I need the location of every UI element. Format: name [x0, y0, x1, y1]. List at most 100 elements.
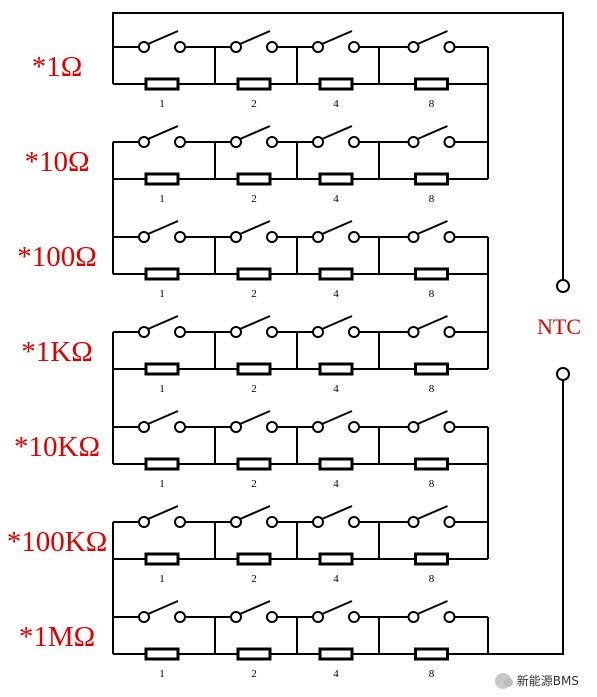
switch-contact [443, 231, 456, 243]
weight-label: 4 [333, 193, 339, 205]
weight-label: 4 [333, 478, 339, 490]
multiplier-label: *1Ω [32, 51, 83, 83]
switch-contact [174, 326, 186, 338]
resistor: 8 [379, 362, 488, 395]
switch [113, 30, 215, 53]
resistor-body [414, 362, 449, 376]
switch [297, 220, 379, 243]
switch-lever [417, 410, 448, 425]
weight-label: 1 [159, 478, 165, 490]
switch-contact [138, 136, 150, 148]
switch-contact [230, 611, 242, 623]
switch-contact [312, 611, 324, 623]
resistor: 4 [297, 77, 379, 110]
switch-contact [138, 326, 150, 338]
switch-lever [417, 505, 448, 520]
switch-contact [174, 516, 186, 528]
switch-contact [266, 421, 278, 433]
switch-lever [147, 410, 179, 425]
multiplier-label: *10Ω [24, 146, 89, 178]
switch-contact [266, 41, 278, 53]
resistor-body [144, 77, 180, 91]
switch-contact [407, 611, 420, 623]
switch-lever [239, 600, 271, 615]
resistor-body [414, 552, 449, 566]
switch-contact [174, 421, 186, 433]
weight-label: 8 [429, 288, 435, 300]
switch [297, 505, 379, 528]
switch [297, 600, 379, 623]
resistor: 8 [379, 267, 488, 300]
resistor: 2 [215, 362, 297, 395]
resistor: 2 [215, 77, 297, 110]
switch-lever [147, 505, 179, 520]
switch [113, 125, 215, 148]
circuit-wiring [112, 12, 564, 655]
switch-contact [407, 41, 420, 53]
resistor-body [236, 552, 272, 566]
switch [379, 30, 488, 53]
switch-lever [239, 505, 271, 520]
switch-lever [147, 125, 179, 140]
switch-contact [443, 421, 456, 433]
switch-contact [443, 41, 456, 53]
switch-lever [321, 315, 353, 330]
switch [215, 220, 297, 243]
weight-label: 2 [251, 288, 257, 300]
switch-contact [174, 611, 186, 623]
resistor-body [144, 172, 180, 186]
switch-contact [138, 231, 150, 243]
weight-label: 8 [429, 668, 435, 680]
resistor: 4 [297, 647, 379, 680]
switch-contact [174, 41, 186, 53]
switch-contact [407, 326, 420, 338]
switch-contact [312, 326, 324, 338]
weight-label: 1 [159, 383, 165, 395]
switch [113, 315, 215, 338]
switch [379, 505, 488, 528]
multiplier-label: *10KΩ [14, 431, 100, 463]
switch-lever [417, 30, 448, 45]
resistor: 4 [297, 552, 379, 585]
resistor: 4 [297, 172, 379, 205]
resistor-body [318, 647, 354, 661]
resistor: 4 [297, 267, 379, 300]
switch [379, 315, 488, 338]
switch-lever [321, 125, 353, 140]
switch [215, 505, 297, 528]
switch-lever [321, 220, 353, 235]
switch [379, 125, 488, 148]
resistor-body [236, 172, 272, 186]
switch-lever [147, 30, 179, 45]
weight-label: 4 [333, 668, 339, 680]
switch-contact [312, 516, 324, 528]
resistor-body [144, 552, 180, 566]
resistor-body [414, 647, 449, 661]
weight-label: 2 [251, 98, 257, 110]
resistor: 8 [379, 457, 488, 490]
switch-contact [443, 136, 456, 148]
weight-label: 2 [251, 383, 257, 395]
weight-label: 2 [251, 573, 257, 585]
switch-lever [417, 315, 448, 330]
switch-contact [230, 136, 242, 148]
switch-contact [174, 231, 186, 243]
resistor-body [414, 77, 449, 91]
switch [113, 505, 215, 528]
switch-contact [348, 41, 360, 53]
weight-label: 1 [159, 668, 165, 680]
switch-contact [266, 611, 278, 623]
switch-contact [407, 516, 420, 528]
resistor: 4 [297, 457, 379, 490]
resistor-body [144, 457, 180, 471]
switch-contact [138, 421, 150, 433]
resistor-body [144, 267, 180, 281]
ntc-label: NTC [537, 314, 581, 339]
switch-contact [312, 136, 324, 148]
switch [215, 30, 297, 53]
switch [113, 600, 215, 623]
resistor: 2 [215, 647, 297, 680]
